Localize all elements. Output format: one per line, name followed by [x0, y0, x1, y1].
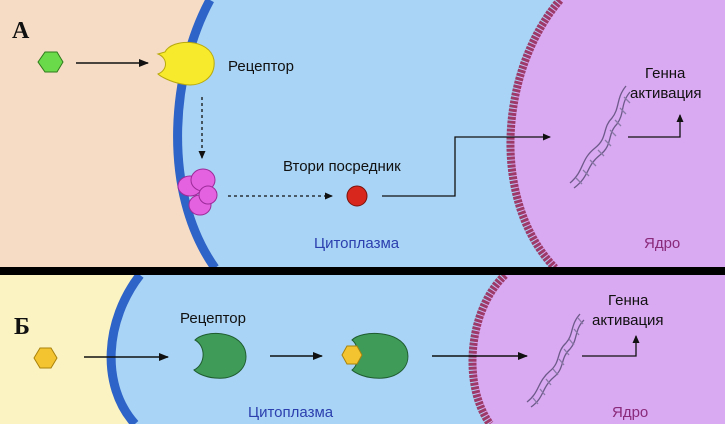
- nucleus-b: [472, 275, 725, 424]
- gene-activation-label-a-line1: Генна: [645, 65, 686, 82]
- gene-activation-label-a-line2: активация: [630, 85, 702, 102]
- panel-letter-b: Б: [14, 314, 30, 340]
- gene-activation-label-b-line1: Генна: [608, 292, 649, 309]
- second-messenger-label-a: Втори посредник: [283, 158, 401, 175]
- nucleus-label-b: Ядро: [612, 404, 648, 421]
- second-messenger-icon-a: [347, 186, 367, 206]
- gene-activation-label-b-line2: активация: [592, 312, 664, 329]
- cytoplasm-label-a: Цитоплазма: [314, 235, 400, 252]
- panel-a: [0, 0, 725, 268]
- bound-ligand-icon-b: [342, 346, 362, 364]
- panel-letter-a: А: [12, 18, 30, 44]
- nucleus-a: [510, 0, 725, 268]
- receptor-label-a: Рецептор: [228, 58, 294, 75]
- cytoplasm-label-b: Цитоплазма: [248, 404, 334, 421]
- nucleus-label-a: Ядро: [644, 235, 680, 252]
- panel-divider: [0, 267, 725, 275]
- receptor-label-b: Рецептор: [180, 310, 246, 327]
